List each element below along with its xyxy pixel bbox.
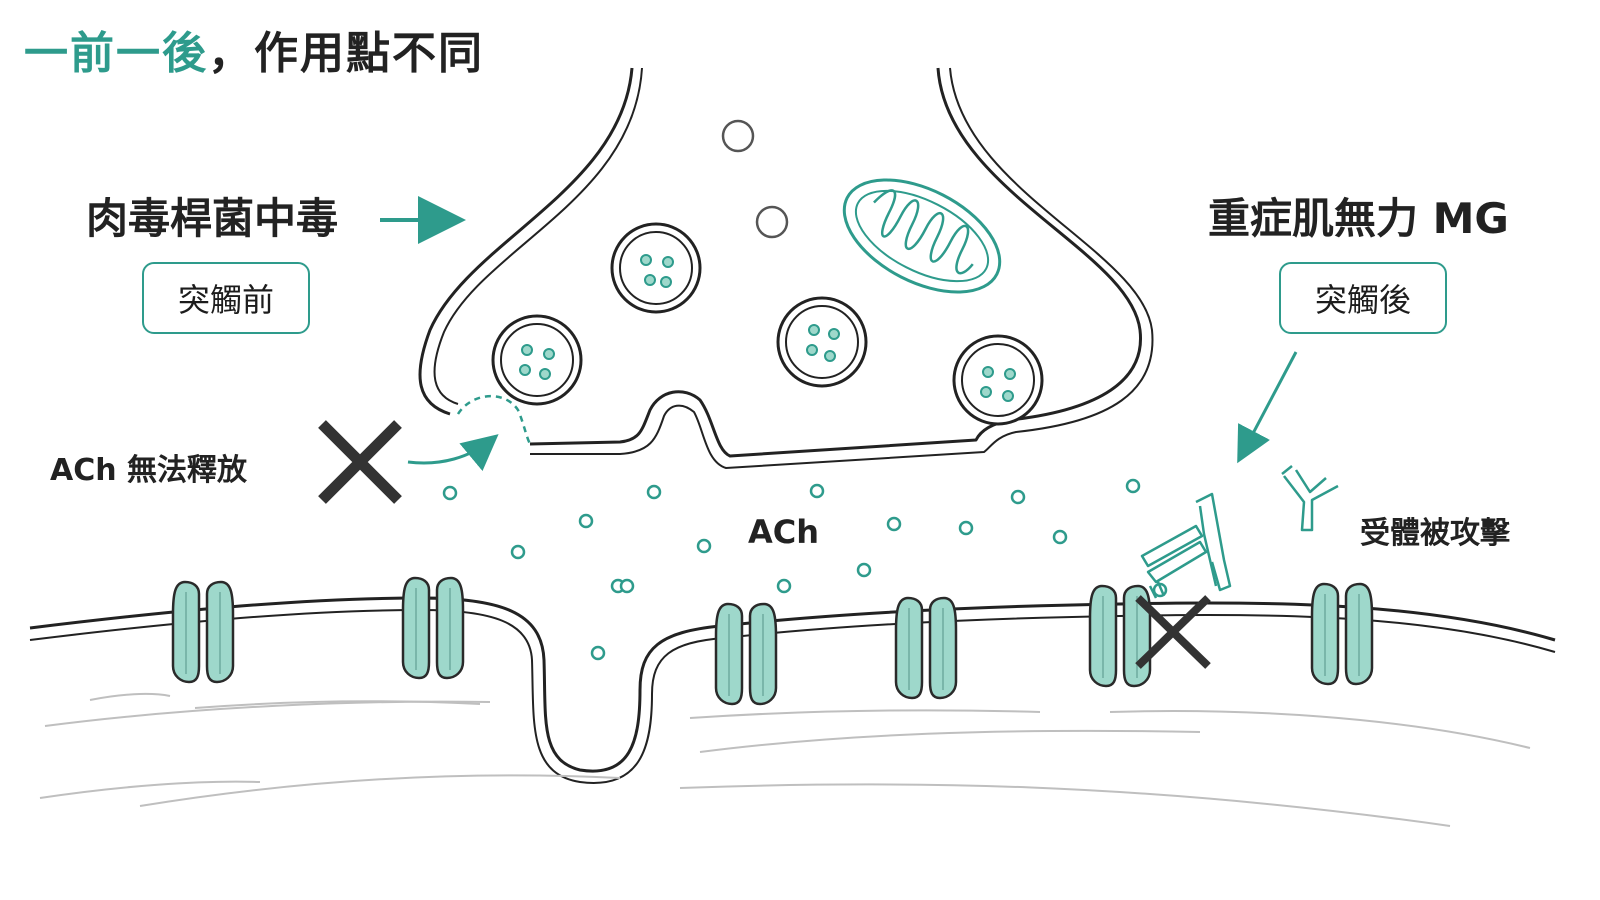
mitochondrion: [842, 178, 1002, 294]
page-title: 一前一後，作用點不同: [24, 32, 484, 76]
arrow-release-blocked: [407, 434, 499, 472]
ach-label: ACh: [748, 513, 820, 551]
botulism-label: 肉毒桿菌中毒: [86, 194, 339, 243]
cross-icon: [318, 420, 402, 504]
antibody-attached: [1140, 492, 1232, 599]
ach-receptor: [171, 580, 235, 684]
empty-vesicle: [721, 119, 755, 153]
vesicles: [491, 119, 1044, 426]
vesicle: [491, 314, 583, 406]
presynaptic-terminal: [418, 67, 1154, 469]
ach-receptors: [171, 576, 1374, 706]
vesicle: [776, 296, 868, 388]
ach-receptor: [1310, 582, 1374, 686]
ach-receptor: [714, 602, 778, 706]
receptor-attacked-label: 受體被攻擊: [1360, 516, 1510, 551]
arrow-to-postsynaptic: [1237, 351, 1298, 464]
page-title-accent: 一前一後: [24, 28, 208, 79]
vesicle: [610, 222, 702, 314]
blocked-fusion-dashed: [456, 395, 532, 445]
ach-receptor: [894, 596, 958, 700]
ach-blocked-label: ACh 無法釋放: [50, 453, 248, 488]
ach-molecules: [442, 478, 1141, 661]
ach-receptor: [401, 576, 465, 680]
postsynaptic-tag: 突觸後: [1279, 262, 1447, 334]
mg-label: 重症肌無力 MG: [1208, 194, 1509, 243]
empty-vesicle: [755, 205, 789, 239]
presynaptic-tag: 突觸前: [142, 262, 310, 334]
antibody: [1281, 465, 1339, 532]
page-title-rest: ，作用點不同: [208, 28, 484, 79]
cross-icon: [1135, 595, 1211, 669]
vesicle: [952, 334, 1044, 426]
muscle-texture: [39, 692, 1531, 827]
